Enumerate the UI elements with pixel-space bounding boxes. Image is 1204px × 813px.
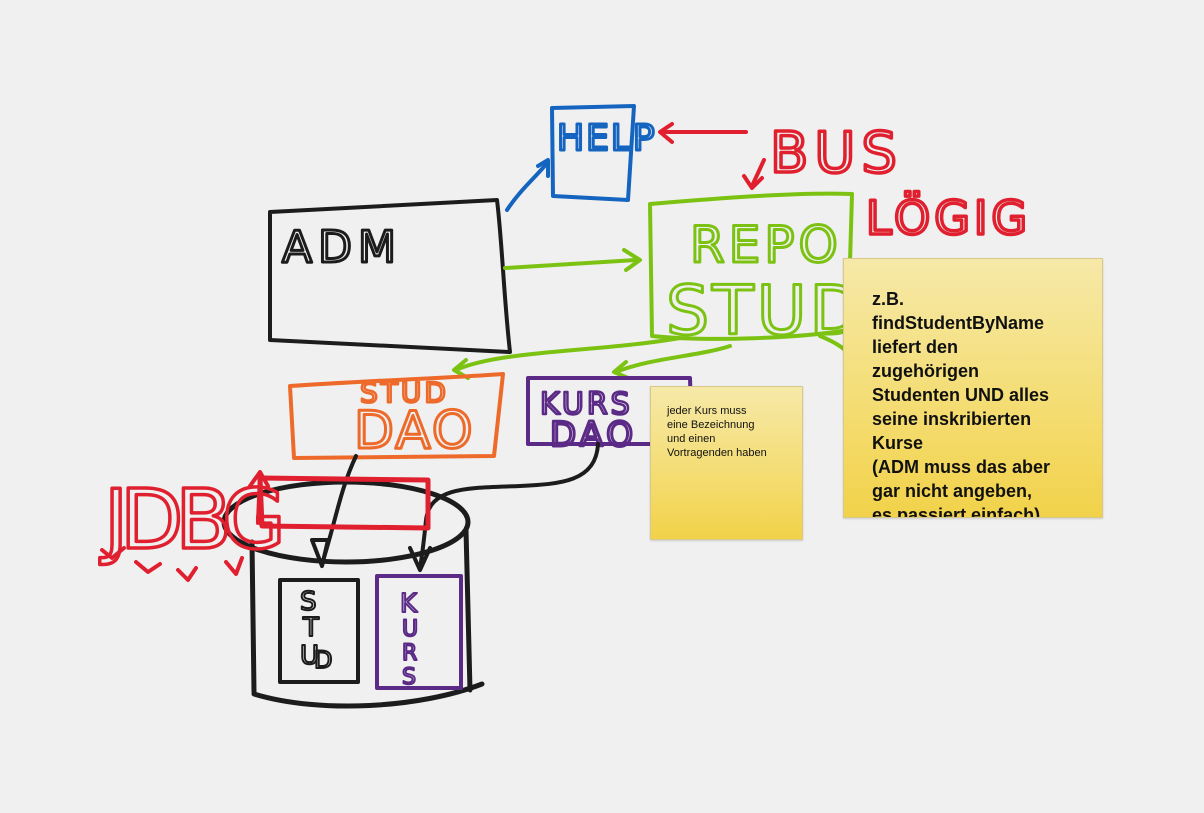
kurs-dao-top-label: KURS bbox=[540, 387, 633, 422]
logic-label: LÖGIG bbox=[866, 191, 1031, 245]
bus-arrows bbox=[658, 122, 766, 190]
sticky-note-kurs-rule[interactable]: jeder Kurs muss eine Bezeichnung und ein… bbox=[650, 386, 803, 540]
bus-label: BUS bbox=[770, 121, 903, 186]
jdbc-label: JDBG bbox=[99, 473, 279, 568]
repo-stud-label: STUD bbox=[666, 272, 865, 351]
db-table-stud-u: U bbox=[300, 641, 319, 671]
db-table-kurs-r: R bbox=[402, 641, 417, 666]
repo-label: REPO bbox=[690, 216, 842, 274]
help-box bbox=[505, 104, 636, 212]
help-label: HELP bbox=[557, 118, 657, 159]
database-cylinder bbox=[221, 442, 600, 709]
stud-dao-bottom-label: DAO bbox=[354, 401, 475, 461]
kurs-dao-bottom-label: DAO bbox=[550, 415, 637, 455]
db-table-stud-t: T bbox=[302, 613, 319, 643]
db-table-kurs bbox=[375, 574, 463, 690]
jdbc-frame bbox=[257, 475, 431, 531]
db-table-stud bbox=[278, 578, 360, 684]
adm-box bbox=[268, 198, 512, 354]
adm-label: ADM bbox=[282, 222, 402, 273]
db-table-stud-d: D bbox=[314, 646, 332, 674]
db-table-kurs-u: U bbox=[402, 617, 418, 642]
jdbc-arrows bbox=[100, 470, 270, 582]
db-table-kurs-s: S bbox=[402, 665, 416, 690]
sticky-note-find-student[interactable]: z.B. findStudentByName liefert den zugeh… bbox=[843, 258, 1103, 518]
db-table-stud-s: S bbox=[300, 587, 317, 617]
stud-dao-box bbox=[288, 372, 505, 460]
db-table-kurs-k: K bbox=[400, 589, 418, 619]
stud-dao-top-label: STUD bbox=[360, 376, 449, 409]
